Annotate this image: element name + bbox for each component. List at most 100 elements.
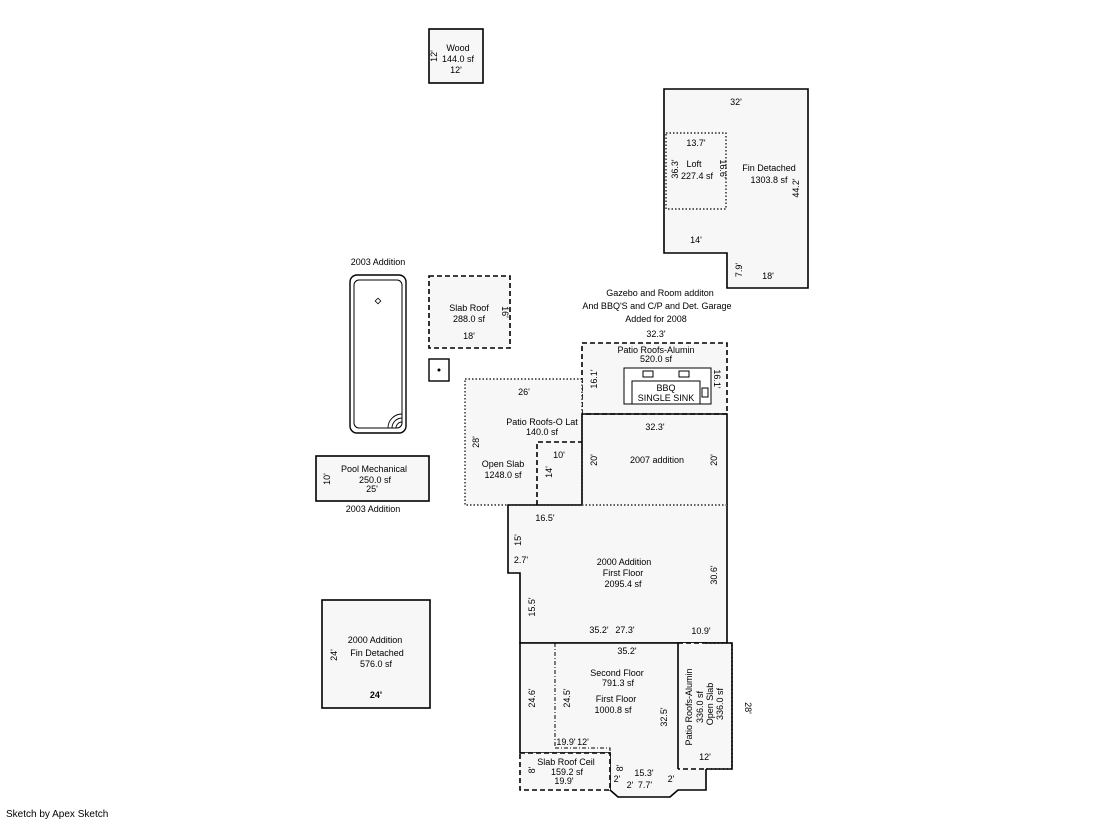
room-2000-fin-detached: 2000 Addition Fin Detached 576.0 sf 24' … <box>321 599 431 709</box>
addition-2000-dim-e: 35.2' <box>589 625 609 635</box>
second-floor-dim-a: 24.6' <box>527 688 537 708</box>
patio-alumin-bottom-area2: 336.0 sf <box>715 687 725 720</box>
fin-detached-2000-dim-bottom: 24' <box>370 690 382 700</box>
room-2000-addition-first-floor: 16.5' 15' 2.7' 15.5' 2000 Addition First… <box>507 504 728 644</box>
patio-alumin-bottom-dim-right: 28' <box>743 702 753 714</box>
bbq-line1: BBQ <box>656 383 675 393</box>
wood-name: Wood <box>446 43 469 53</box>
open-slab-dim-inner-top: 10' <box>553 450 565 460</box>
fin-detached-dim-bottom: 18' <box>762 271 774 281</box>
gazebo-note: Gazebo and Room additon And BBQ'S and C/… <box>582 288 731 324</box>
bay-dim-e: 2' <box>668 774 675 784</box>
slab-roof-dim-right: 16' <box>500 306 510 318</box>
patio-alumin-bottom-name2: Open Slab <box>705 683 715 726</box>
second-floor-line2: 791.3 sf <box>602 678 635 688</box>
room-slab-roof-ceil: Slab Roof Ceil 159.2 sf 19.9' 8' <box>519 752 611 791</box>
second-floor-dim-c: 19.9' <box>556 737 576 747</box>
fin-detached-dim-top: 32' <box>730 97 742 107</box>
gazebo-note-line3: Added for 2008 <box>625 314 687 324</box>
second-floor-line1: Second Floor <box>590 668 644 678</box>
wood-area: 144.0 sf <box>442 54 475 64</box>
pool-mech-area: 250.0 sf <box>359 475 392 485</box>
fin-detached-dim-step-v: 7.9' <box>734 263 744 278</box>
patio-o-lat-dim-left: 28' <box>471 436 481 448</box>
patio-alumin-bottom-dim-bottom: 12' <box>699 752 711 762</box>
addition-2000-dim-c: 2.7' <box>514 555 529 565</box>
room-wood: Wood 144.0 sf 12' 12' <box>428 28 484 84</box>
addition-2000-dim-a: 16.5' <box>535 513 555 523</box>
patio-o-lat-area: 140.0 sf <box>526 427 559 437</box>
open-slab-area: 1248.0 sf <box>484 470 522 480</box>
room-patio-roofs-alumin-bottom: Patio Roofs-Alumin 336.0 sf Open Slab 33… <box>677 642 753 770</box>
slab-roof-ceil-name: Slab Roof Ceil <box>537 757 595 767</box>
pool-mech-dim-left: 10' <box>322 473 332 485</box>
room-pool-mechanical: Pool Mechanical 250.0 sf 25' 10' 2003 Ad… <box>315 455 430 514</box>
addition-2000-dim-b: 15' <box>513 534 523 546</box>
second-floor-line3: First Floor <box>596 694 637 704</box>
loft-area: 227.4 sf <box>681 171 714 181</box>
slab-roof-ceil-dim-left: 8' <box>527 766 537 773</box>
patio-alumin-top-dim-left: 16.1' <box>589 369 599 389</box>
room-fin-detached: 32' Fin Detached 1303.8 sf 44.2' 14' 7.9… <box>663 88 809 289</box>
room-patio-roofs-o-lat: 26' Patio Roofs-O Lat 140.0 sf 28' Open … <box>464 378 583 506</box>
addition-2000-dim-g: 10.9' <box>691 626 711 636</box>
slab-roof-ceil-dim-bottom: 19.9' <box>554 776 574 786</box>
pool-mech-name: Pool Mechanical <box>341 464 407 474</box>
loft-name: Loft <box>686 159 702 169</box>
second-floor-dim-b: 24.5' <box>562 688 572 708</box>
fin-detached-dim-step-h: 14' <box>690 235 702 245</box>
second-floor-dim-e: 32.5' <box>659 707 669 727</box>
fin-detached-area: 1303.8 sf <box>750 175 788 185</box>
patio-alumin-top-dim-right: 16.1' <box>712 369 722 389</box>
bbq-line2: SINGLE SINK <box>638 393 695 403</box>
patio-alumin-top-name: Patio Roofs-Alumin <box>617 345 694 355</box>
fin-detached-2000-line1: 2000 Addition <box>348 635 403 645</box>
pool-mech-dim-bottom: 25' <box>366 484 378 494</box>
patio-o-lat-dim-top: 26' <box>518 387 530 397</box>
loft-dim-right: 16.6' <box>718 159 728 179</box>
fin-detached-2000-line2: Fin Detached <box>350 648 404 658</box>
bay-dim-d: 2' <box>627 780 634 790</box>
addition-2000-dim-h: 30.6' <box>709 565 719 585</box>
wood-dim-bottom: 12' <box>450 65 462 75</box>
slab-roof-dim-bottom: 18' <box>463 331 475 341</box>
addition-2007-name: 2007 addition <box>630 455 684 465</box>
bay-dim-c: 2' <box>614 774 621 784</box>
bay-dim-f: 7.7' <box>638 780 653 790</box>
addition-2000-dim-f: 27.3' <box>615 625 635 635</box>
fin-detached-name: Fin Detached <box>742 163 796 173</box>
second-floor-line4: 1000.8 sf <box>594 705 632 715</box>
fin-detached-dim-right: 44.2' <box>791 178 801 198</box>
fin-detached-2000-dim-left: 24' <box>329 649 339 661</box>
pool-mech-label-below: 2003 Addition <box>346 504 401 514</box>
addition-2000-line1: 2000 Addition <box>597 557 652 567</box>
pool: 2003 Addition <box>349 257 450 434</box>
open-slab-dim-inner-left: 14' <box>544 466 554 478</box>
addition-2007-dim-right: 20' <box>709 454 719 466</box>
loft-dim-left: 36.3' <box>670 159 680 179</box>
addition-2000-line3: 2095.4 sf <box>604 579 642 589</box>
bay-dim-b: 15.3' <box>634 768 654 778</box>
patio-o-lat-name: Patio Roofs-O Lat <box>506 417 578 427</box>
addition-2000-dim-d: 15.5' <box>527 597 537 617</box>
loft-dim-top: 13.7' <box>686 138 706 148</box>
addition-2000-line2: First Floor <box>603 568 644 578</box>
credit-text: Sketch by Apex Sketch <box>6 809 109 820</box>
wood-dim-left: 12' <box>429 50 439 62</box>
room-slab-roof: Slab Roof 288.0 sf 18' 16' <box>428 275 511 349</box>
slab-roof-name: Slab Roof <box>449 303 489 313</box>
pool-label: 2003 Addition <box>351 257 406 267</box>
patio-alumin-top-dim-top: 32.3' <box>646 329 666 339</box>
room-2007-addition: 32.3' 2007 addition 20' 20' <box>581 413 728 506</box>
addition-2007-dim-top: 32.3' <box>645 422 665 432</box>
second-floor-dim-d: 12' <box>577 737 589 747</box>
second-floor-dim-top: 35.2' <box>617 646 637 656</box>
slab-roof-ceil-area: 159.2 sf <box>551 767 584 777</box>
fin-detached-2000-line3: 576.0 sf <box>360 659 393 669</box>
bay-dim-a: 8' <box>615 764 625 771</box>
patio-alumin-top-area: 520.0 sf <box>640 354 673 364</box>
gazebo-note-line2: And BBQ'S and C/P and Det. Garage <box>582 301 731 311</box>
gazebo-note-line1: Gazebo and Room additon <box>606 288 714 298</box>
addition-2007-dim-left: 20' <box>589 454 599 466</box>
